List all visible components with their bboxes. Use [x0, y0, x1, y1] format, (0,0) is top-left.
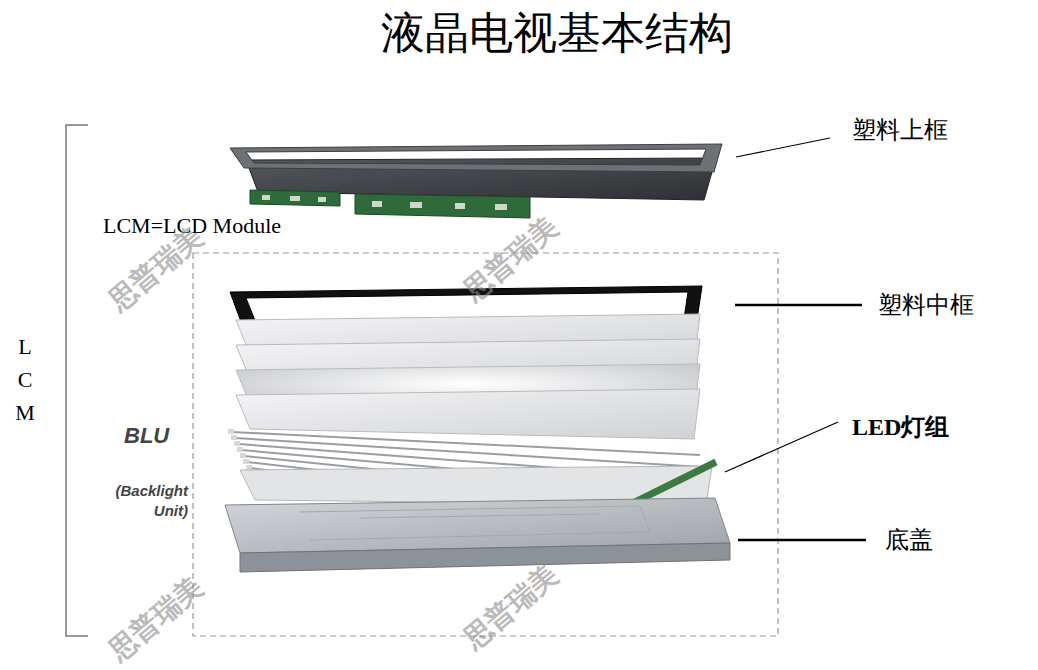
part-label: 底盖	[885, 524, 933, 556]
pcb-parts	[262, 195, 507, 210]
vertical-label: LCM	[14, 330, 36, 429]
bottom-cover-side	[240, 543, 730, 572]
diagram-title: 液晶电视基本结构	[381, 4, 733, 63]
watermark: 思普瑞美	[456, 556, 566, 657]
section-label: BLU	[124, 423, 169, 449]
section-sublabel: (Backlight Unit)	[86, 481, 188, 522]
part-label: LED灯组	[852, 411, 949, 443]
pcb-board	[355, 194, 530, 218]
pcb-board	[250, 190, 340, 206]
top-frame	[230, 144, 722, 172]
watermark: 思普瑞美	[101, 568, 211, 669]
optical-sheet	[236, 389, 700, 439]
leader-lines	[725, 138, 866, 540]
bottom-cover-ribs	[300, 506, 650, 540]
lcm-bracket	[66, 125, 88, 636]
blu-dashed-box	[193, 253, 778, 636]
part-label: 塑料上框	[852, 114, 948, 146]
part-label: 塑料中框	[878, 289, 974, 321]
led-connectors	[228, 429, 252, 470]
